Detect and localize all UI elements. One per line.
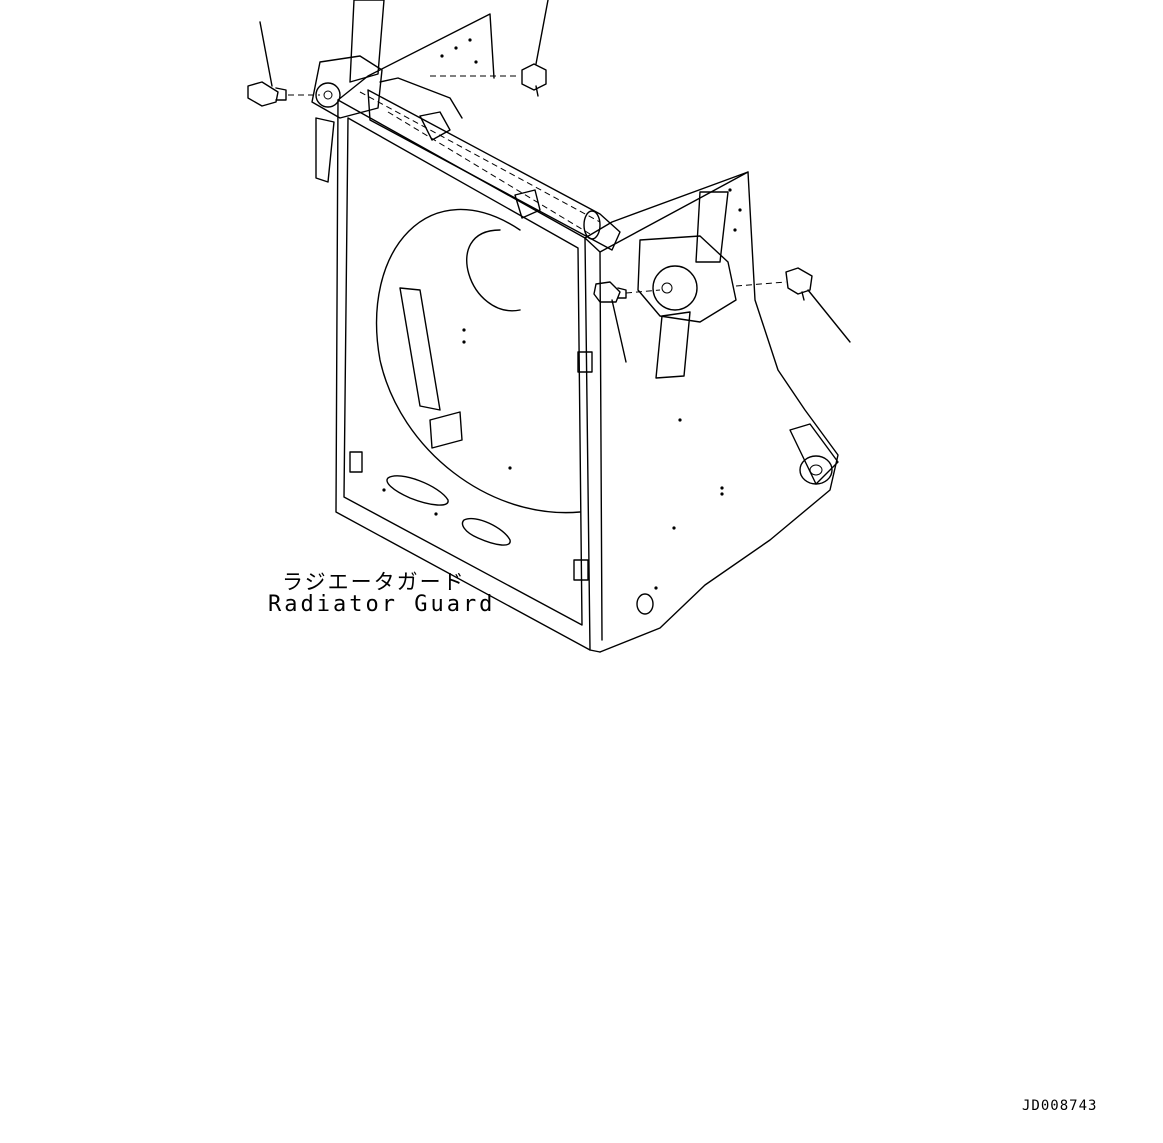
callout-label-japanese: ラジエータガード <box>282 570 466 594</box>
mounting-holes <box>382 38 742 590</box>
right-pivot <box>637 191 737 379</box>
bottom-slots <box>349 351 593 581</box>
grease-fitting-upper-middle <box>430 0 549 97</box>
callout-label-english: Radiator Guard <box>268 592 496 617</box>
guard-frame <box>335 13 839 653</box>
drawing-code: JD008743 <box>1022 1098 1098 1114</box>
fan-shroud <box>375 208 581 514</box>
top-beam <box>359 77 621 251</box>
grease-fitting-upper-left <box>247 21 320 107</box>
grease-fitting-far-right <box>735 267 851 343</box>
side-boss <box>636 423 839 615</box>
grease-fitting-right-center <box>593 281 661 363</box>
left-pivot <box>311 0 385 183</box>
